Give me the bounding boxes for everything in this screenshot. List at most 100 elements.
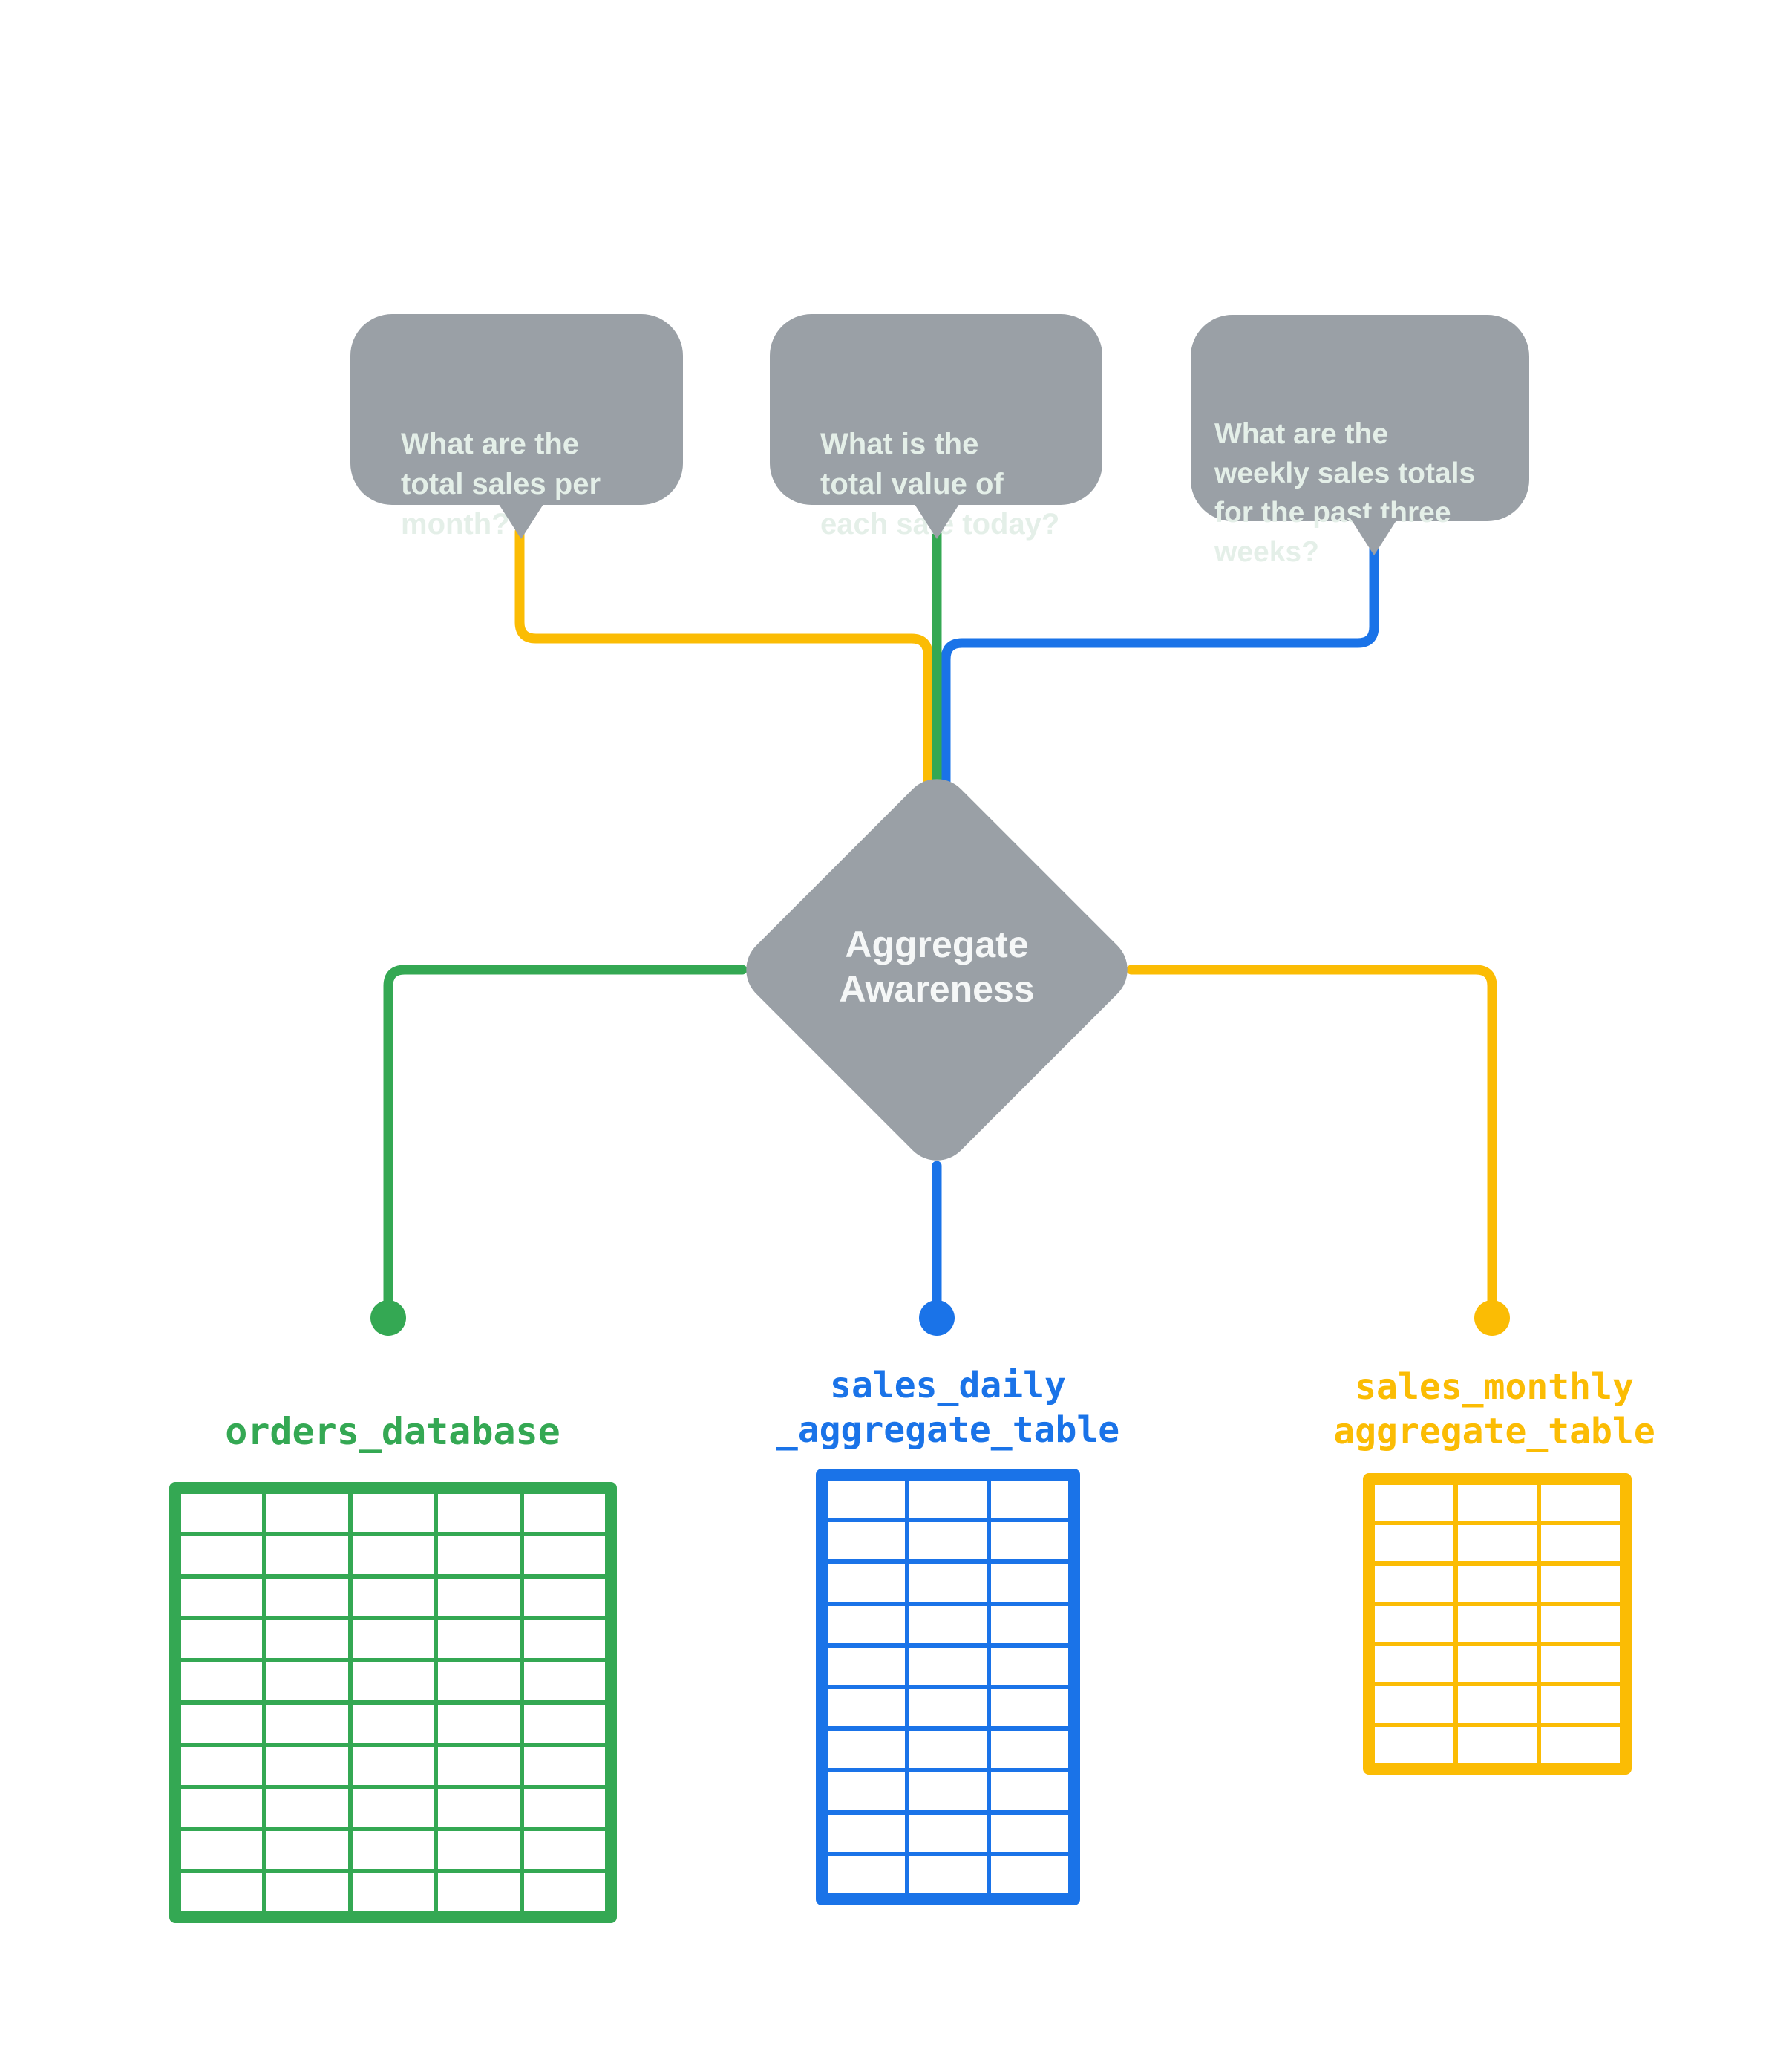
table-cell [438,1873,520,1911]
speech-bubble-q1: What are the total sales per month? [350,314,683,541]
table-cell [438,1578,520,1616]
speech-bubble-q2: What is the total value of each sale tod… [770,314,1102,541]
table-cell [266,1578,348,1616]
connector-q1-yellow [514,526,933,792]
question-text-q1: What are the total sales per month? [401,428,601,541]
table-cell [181,1831,263,1870]
table-cell [909,1731,987,1769]
table-cell [181,1620,263,1659]
table-cell [991,1855,1068,1893]
table-cell [1541,1485,1620,1521]
table-cell [266,1494,348,1532]
table-cell [181,1662,263,1700]
table-cell [991,1647,1068,1685]
table-cell [991,1731,1068,1769]
table-cell [909,1522,987,1560]
table-cell [1375,1605,1453,1642]
table-cell [352,1831,434,1870]
connector-out-green [383,965,748,1306]
table-cell [828,1689,905,1727]
table-cell [991,1772,1068,1810]
table-cell [352,1620,434,1659]
table-cell [266,1746,348,1785]
table-cell [1458,1525,1537,1561]
table-cell [909,1689,987,1727]
table-cell [352,1789,434,1827]
table-cell [991,1522,1068,1560]
table-cell [181,1578,263,1616]
table-cell [1458,1565,1537,1602]
table-cell [991,1689,1068,1727]
table-cell [352,1662,434,1700]
speech-bubble-tail-q1 [497,502,545,539]
table-cell [181,1746,263,1785]
table-cell [828,1731,905,1769]
table-cell [438,1746,520,1785]
table-orders-database [169,1482,617,1923]
table-sales-monthly-aggregate [1363,1473,1632,1775]
table-cell [266,1704,348,1743]
table-sales-daily-aggregate [816,1469,1080,1905]
table-cell [523,1578,605,1616]
table-cell [828,1564,905,1602]
table-cell [1541,1686,1620,1723]
table-cell [181,1789,263,1827]
table-cell [438,1535,520,1574]
table-cell [523,1704,605,1743]
table-cell [1541,1565,1620,1602]
table-cell [1375,1525,1453,1561]
endpoint-dot-green [370,1300,406,1336]
table-cell [828,1481,905,1518]
table-cell [181,1704,263,1743]
table-label-sales-monthly-aggregate: sales_monthly aggregate_table [1333,1366,1655,1452]
table-cell [909,1605,987,1643]
table-cell [991,1814,1068,1852]
table-cell [1458,1646,1537,1682]
table-cell [181,1873,263,1911]
table-cell [266,1789,348,1827]
table-cell [909,1855,987,1893]
decision-diamond-label: Aggregate Awareness [839,924,1035,1010]
table-cell [828,1855,905,1893]
table-cell [438,1620,520,1659]
table-cell [352,1704,434,1743]
table-cell [352,1873,434,1911]
table-cell [352,1494,434,1532]
table-cell [266,1535,348,1574]
table-cell [909,1647,987,1685]
table-cell [438,1704,520,1743]
table-cell [909,1814,987,1852]
table-cell [1541,1726,1620,1763]
table-cell [1541,1605,1620,1642]
table-cell [991,1605,1068,1643]
table-cell [523,1789,605,1827]
table-cell [523,1662,605,1700]
question-text-q2: What is the total value of each sale tod… [820,428,1060,541]
table-cell [1458,1605,1537,1642]
table-cell [1375,1485,1453,1521]
endpoint-dot-yellow [1474,1300,1510,1336]
table-cell [266,1873,348,1911]
table-cell [266,1831,348,1870]
table-cell [828,1605,905,1643]
endpoint-dot-blue [919,1300,955,1336]
decision-diamond [746,779,1128,1161]
table-cell [991,1481,1068,1518]
speech-bubble-q3: What are the weekly sales totals for the… [1191,315,1529,568]
table-cell [266,1620,348,1659]
table-label-orders-database: orders_database [225,1410,560,1453]
table-label-sales-daily-aggregate: sales_daily _aggregate_table [776,1365,1120,1451]
table-cell [352,1578,434,1616]
table-cell [523,1535,605,1574]
table-cell [828,1647,905,1685]
table-cell [438,1789,520,1827]
speech-bubble-tail-q2 [913,502,961,539]
table-cell [438,1662,520,1700]
connector-out-yellow [1126,965,1497,1306]
table-cell [266,1662,348,1700]
table-cell [1458,1686,1537,1723]
table-cell [181,1535,263,1574]
table-cell [909,1772,987,1810]
table-cell [1458,1485,1537,1521]
